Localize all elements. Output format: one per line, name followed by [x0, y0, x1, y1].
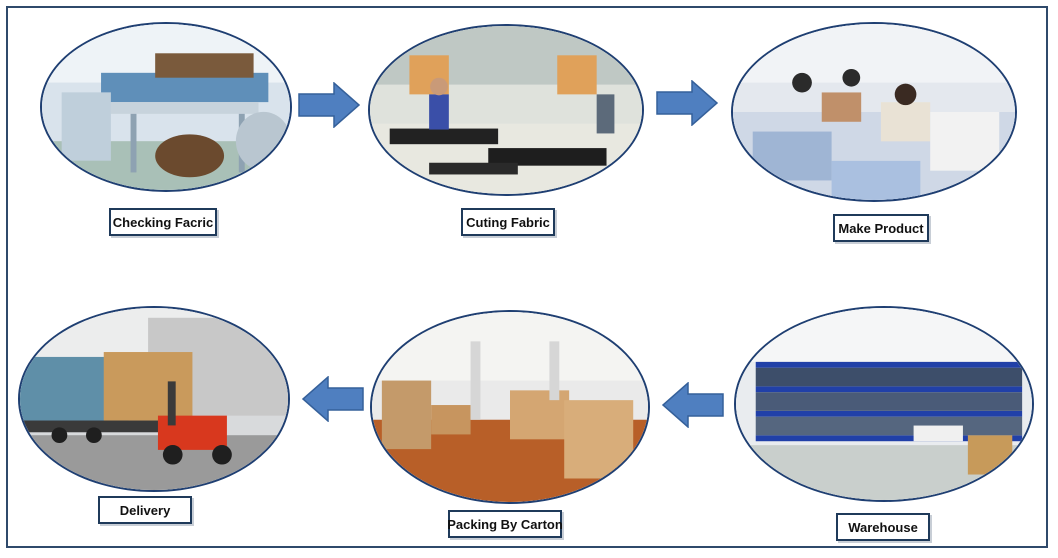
step-label-checking-fabric: Checking Facric: [109, 208, 217, 236]
arrow-left-icon: [662, 382, 724, 428]
arrow-right-icon: [298, 82, 360, 128]
step-label-warehouse: Warehouse: [836, 513, 930, 541]
sewing-workshop-photo: [731, 22, 1017, 202]
warehouse-shelves-photo: [734, 306, 1034, 502]
step-label-make-product: Make Product: [833, 214, 929, 242]
fabric-cutting-photo: [368, 24, 644, 196]
step-label-cutting-fabric: Cuting Fabric: [461, 208, 555, 236]
carton-packing-photo: [370, 310, 650, 504]
step-label-delivery: Delivery: [98, 496, 192, 524]
arrow-left-icon: [302, 376, 364, 422]
step-label-packing-by-carton: Packing By Carton: [447, 510, 563, 538]
fabric-inspection-photo: [40, 22, 292, 192]
arrow-right-icon: [656, 80, 718, 126]
container-truck-photo: [18, 306, 290, 492]
